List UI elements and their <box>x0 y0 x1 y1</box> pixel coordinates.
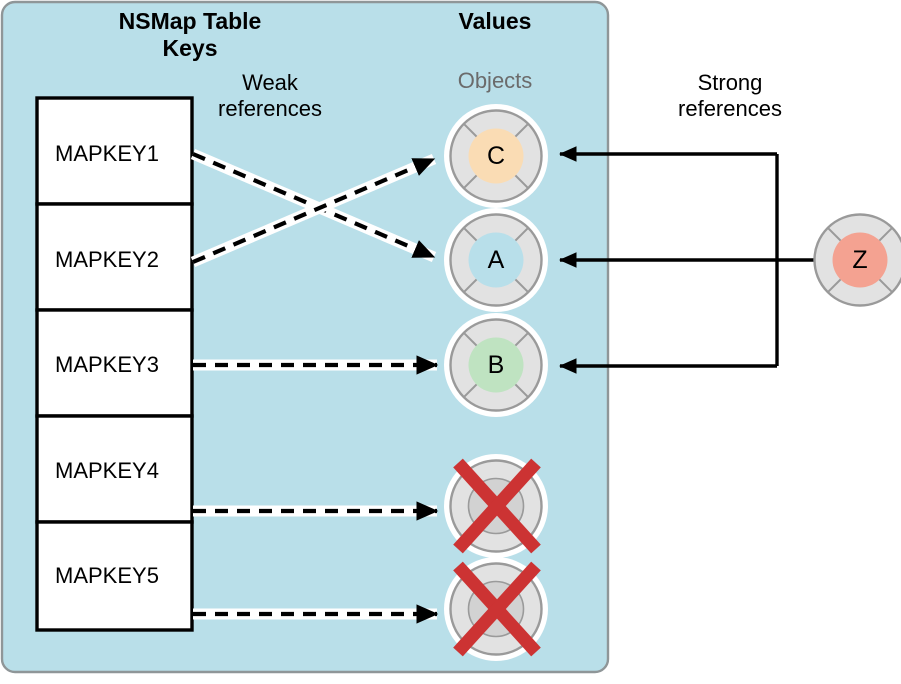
object-z[interactable]: Z <box>813 213 901 307</box>
key-cell-3[interactable] <box>35 308 194 418</box>
object-b[interactable]: B <box>442 311 550 419</box>
objects-label: Objects <box>457 68 533 93</box>
strong-reference-arrows <box>558 146 814 374</box>
key-cell-1[interactable] <box>35 96 194 206</box>
weak-references-label: Weak references <box>218 70 322 121</box>
object-c-letter: C <box>487 142 505 170</box>
key-cell-label-2: MAPKEY2 <box>55 247 159 272</box>
weak-reference-arrows <box>190 148 439 624</box>
key-cell-5[interactable] <box>35 520 194 632</box>
deallocated-cross-icon <box>453 458 541 554</box>
object-dead1[interactable] <box>442 452 550 560</box>
key-cell-label-4: MAPKEY4 <box>55 458 159 483</box>
keys-title: NSMap Table Keys <box>118 8 262 61</box>
values-title: Values <box>458 8 532 34</box>
key-cell-label-1: MAPKEY1 <box>55 141 159 166</box>
key-cell-label-5: MAPKEY5 <box>55 563 159 588</box>
strong-references-label: Strong references <box>678 70 782 121</box>
object-b-letter: B <box>488 351 505 379</box>
object-z-letter: Z <box>852 246 867 274</box>
object-a[interactable]: A <box>442 206 550 314</box>
object-c[interactable]: C <box>442 102 550 210</box>
key-cell-2[interactable] <box>35 202 194 312</box>
object-a-letter: A <box>488 246 505 274</box>
weak-edge-mapkey2-to-c <box>190 153 437 268</box>
key-cell-label-3: MAPKEY3 <box>55 352 159 377</box>
key-table <box>35 96 194 632</box>
deallocated-cross-icon <box>453 561 541 657</box>
object-dead2[interactable] <box>442 555 550 663</box>
